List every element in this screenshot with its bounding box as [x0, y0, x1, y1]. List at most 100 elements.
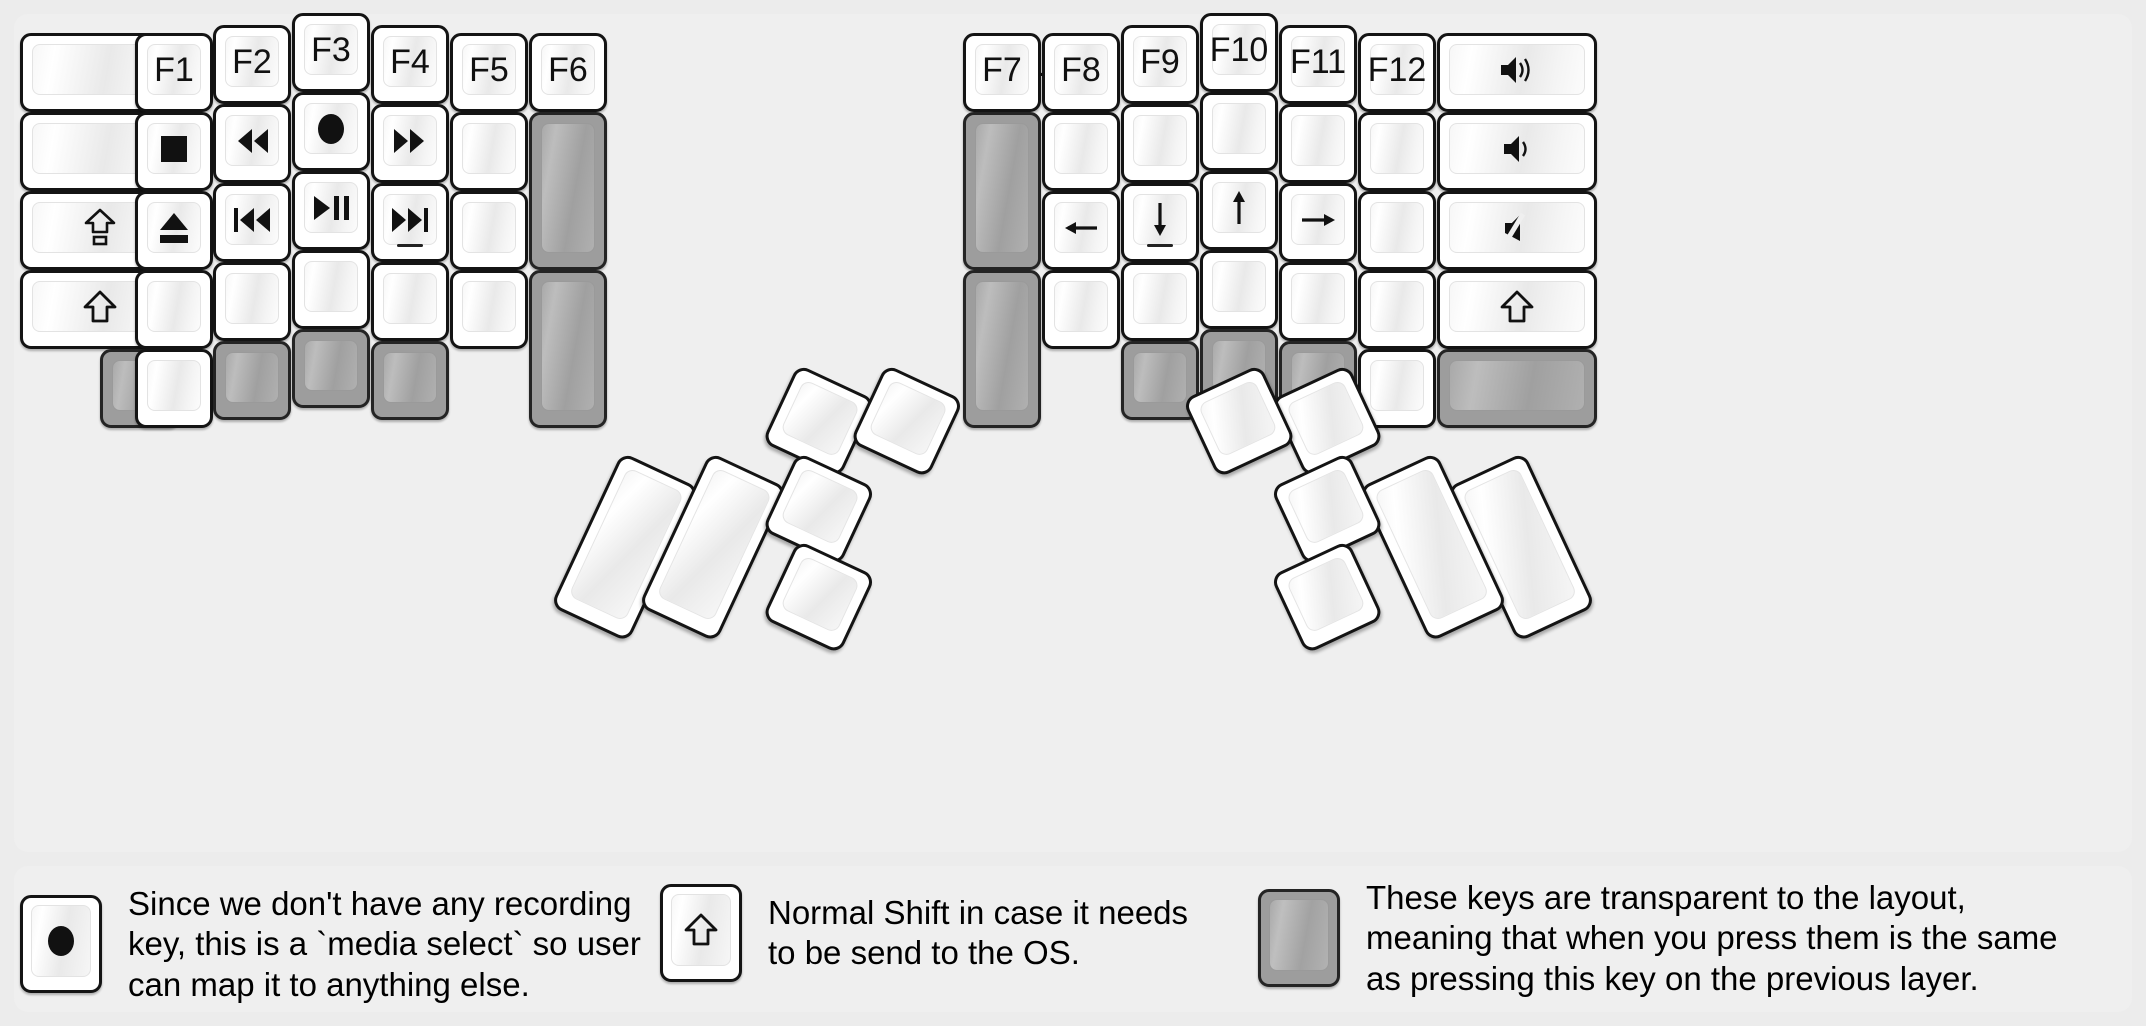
- key-right-index-2[interactable]: [1121, 183, 1199, 262]
- media-next-icon: [390, 206, 431, 234]
- key-left-pinky-1[interactable]: [135, 112, 213, 191]
- key-right-ring-3[interactable]: [1279, 262, 1357, 341]
- key-label: F1: [154, 50, 194, 89]
- legend-text: Normal Shift in case it needs to be send…: [768, 893, 1189, 971]
- keycap: [1285, 379, 1367, 458]
- legend-key-shift: [660, 884, 742, 982]
- keycap: [975, 281, 1029, 411]
- key-left-inner-2[interactable]: [529, 270, 607, 428]
- keycap: F6: [541, 44, 595, 95]
- arrow-right-icon: [1300, 206, 1337, 234]
- keycap: [1449, 123, 1585, 174]
- key-left-ring-2[interactable]: [213, 183, 291, 262]
- key-label: F12: [1367, 50, 1427, 89]
- key-right-inner-1[interactable]: [963, 112, 1041, 270]
- key-right-pinky-1[interactable]: [1358, 112, 1436, 191]
- keycap: [225, 273, 279, 324]
- keycap: [1133, 115, 1187, 166]
- key-left-index-inner-2[interactable]: [450, 191, 528, 270]
- key-right-pinky-0[interactable]: F12: [1358, 33, 1436, 112]
- legend-key-cap: [31, 905, 91, 978]
- key-right-inner-0[interactable]: F7: [963, 33, 1041, 112]
- legend-item: These keys are transparent to the layout…: [1258, 878, 2058, 999]
- legend-item: Since we don't have any recording key, t…: [20, 884, 641, 1005]
- key-left-middle-0[interactable]: F3: [292, 13, 370, 92]
- key-left-index-0[interactable]: F4: [371, 25, 449, 104]
- keycap: [1449, 360, 1585, 411]
- media-eject-icon: [156, 210, 192, 246]
- homing-bar: [1147, 244, 1173, 247]
- key-right-index-inner-3[interactable]: [1042, 270, 1120, 349]
- key-left-index-inner-3[interactable]: [450, 270, 528, 349]
- arrow-left-icon: [1063, 214, 1100, 242]
- key-right-inner-2[interactable]: [963, 270, 1041, 428]
- arrow-down-icon: [1146, 201, 1174, 238]
- keycap: [1291, 194, 1345, 245]
- keycap: [779, 555, 861, 634]
- key-right-index-inner-1[interactable]: [1042, 112, 1120, 191]
- key-left-index-4[interactable]: [371, 341, 449, 420]
- keycap: [779, 379, 861, 458]
- keycap: [225, 194, 279, 245]
- key-left-index-2[interactable]: [371, 183, 449, 262]
- key-left-pinky-0[interactable]: F1: [135, 33, 213, 112]
- media-record-icon: [314, 112, 348, 146]
- key-right-index-1[interactable]: [1121, 104, 1199, 183]
- key-right-middle-0[interactable]: F10: [1200, 13, 1278, 92]
- keycap: F11: [1290, 36, 1346, 87]
- key-right-pinky-3[interactable]: [1358, 270, 1436, 349]
- legend-text: These keys are transparent to the layout…: [1366, 879, 2058, 997]
- key-right-pinky-outer-4[interactable]: [1437, 349, 1597, 428]
- key-left-pinky-4[interactable]: [135, 349, 213, 428]
- keycap: [1370, 360, 1424, 411]
- key-left-index-3[interactable]: [371, 262, 449, 341]
- arrow-up-icon: [1225, 189, 1253, 226]
- key-left-index-inner-1[interactable]: [450, 112, 528, 191]
- key-right-middle-1[interactable]: [1200, 92, 1278, 171]
- key-right-ring-0[interactable]: F11: [1279, 25, 1357, 104]
- key-label: F3: [311, 30, 351, 69]
- key-left-middle-4[interactable]: [292, 329, 370, 408]
- key-right-ring-1[interactable]: [1279, 104, 1357, 183]
- key-left-middle-1[interactable]: [292, 92, 370, 171]
- key-left-middle-3[interactable]: [292, 250, 370, 329]
- homing-bar: [397, 244, 423, 247]
- key-left-pinky-2[interactable]: [135, 191, 213, 270]
- key-right-pinky-outer-2[interactable]: [1437, 191, 1597, 270]
- keycap: [462, 281, 516, 332]
- key-left-pinky-3[interactable]: [135, 270, 213, 349]
- key-right-pinky-outer-0[interactable]: [1437, 33, 1597, 112]
- key-left-ring-1[interactable]: [213, 104, 291, 183]
- key-left-middle-2[interactable]: [292, 171, 370, 250]
- key-right-pinky-2[interactable]: [1358, 191, 1436, 270]
- key-left-inner-1[interactable]: [529, 112, 607, 270]
- key-left-index-1[interactable]: [371, 104, 449, 183]
- key-right-middle-2[interactable]: [1200, 171, 1278, 250]
- key-label: F5: [469, 50, 509, 89]
- keycap: [1212, 182, 1266, 233]
- keycap: F2: [225, 36, 279, 87]
- keycap: [304, 261, 358, 312]
- key-right-index-inner-0[interactable]: F8: [1042, 33, 1120, 112]
- key-right-index-0[interactable]: F9: [1121, 25, 1199, 104]
- key-left-ring-4[interactable]: [213, 341, 291, 420]
- key-right-middle-3[interactable]: [1200, 250, 1278, 329]
- keycap: [147, 281, 201, 332]
- keycap: [1370, 281, 1424, 332]
- key-left-ring-3[interactable]: [213, 262, 291, 341]
- key-label: F6: [548, 50, 588, 89]
- key-left-inner-0[interactable]: F6: [529, 33, 607, 112]
- key-right-ring-2[interactable]: [1279, 183, 1357, 262]
- key-label: F2: [232, 42, 272, 81]
- key-right-pinky-outer-3[interactable]: [1437, 270, 1597, 349]
- key-left-index-inner-0[interactable]: F5: [450, 33, 528, 112]
- key-right-index-inner-2[interactable]: [1042, 191, 1120, 270]
- key-right-index-3[interactable]: [1121, 262, 1199, 341]
- media-previous-icon: [232, 206, 273, 234]
- key-left-ring-0[interactable]: F2: [213, 25, 291, 104]
- keycap: [304, 182, 358, 233]
- keycap: [1449, 202, 1585, 253]
- media-rewind-icon: [233, 127, 271, 155]
- key-right-pinky-outer-1[interactable]: [1437, 112, 1597, 191]
- keycap: F9: [1133, 36, 1187, 87]
